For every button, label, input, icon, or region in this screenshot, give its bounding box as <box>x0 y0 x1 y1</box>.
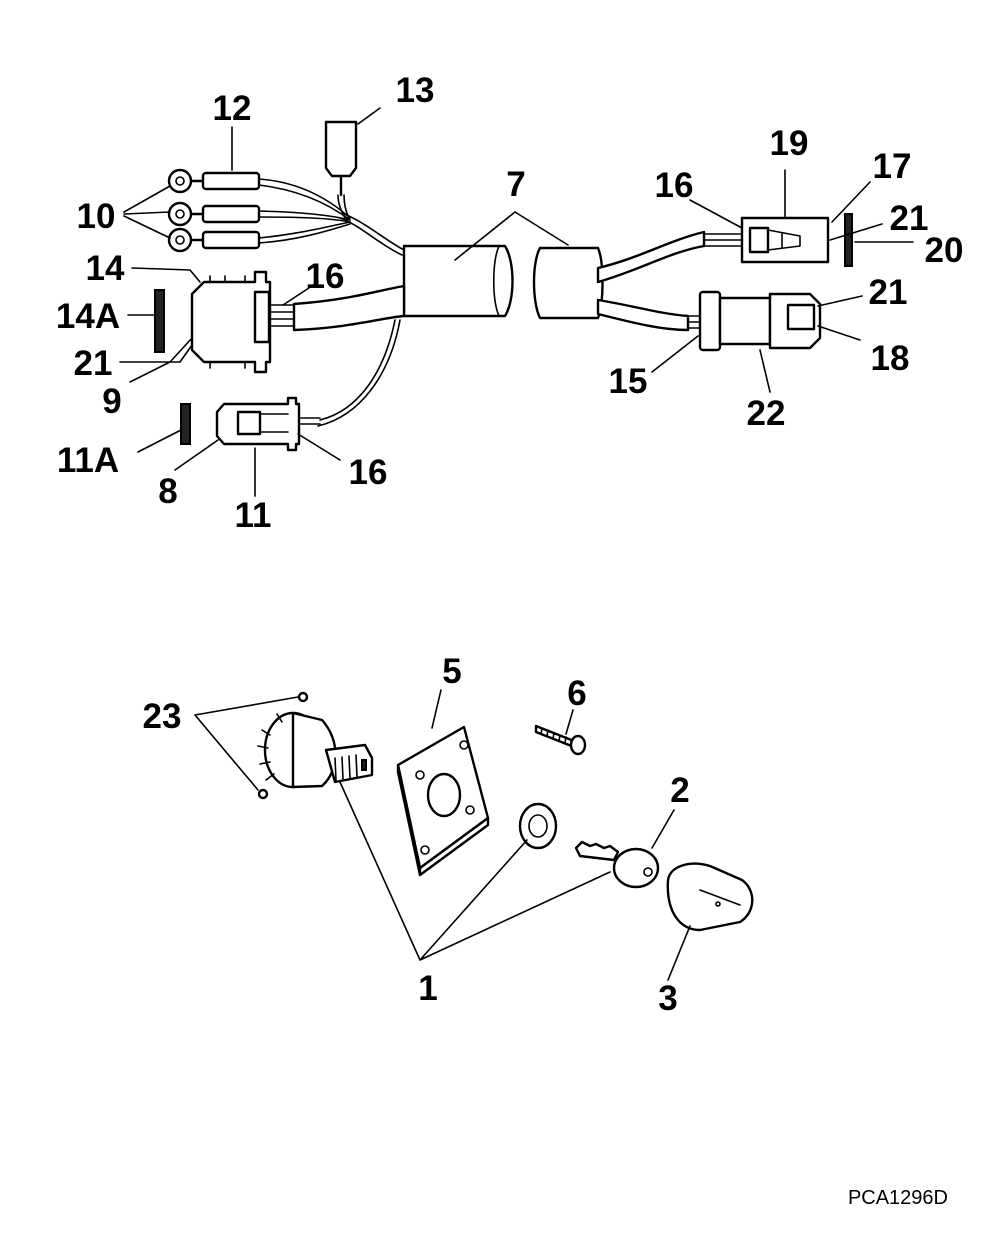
callout-14: 14 <box>86 249 125 288</box>
screw <box>534 724 587 756</box>
ring-terminals <box>167 168 351 253</box>
callout-10: 10 <box>77 197 116 236</box>
callout-20: 20 <box>925 231 964 270</box>
switch-leaders <box>194 689 691 981</box>
callout-8: 8 <box>158 472 177 511</box>
callout-16a: 16 <box>306 257 345 296</box>
cap <box>666 862 754 932</box>
mounting-plate <box>396 725 490 877</box>
callout-5: 5 <box>442 652 461 691</box>
callout-16c: 16 <box>655 166 694 205</box>
callout-2: 2 <box>670 771 689 810</box>
connector-19 <box>703 213 853 267</box>
callout-21c: 21 <box>869 273 908 312</box>
callout-18: 18 <box>871 339 910 378</box>
callout-17: 17 <box>873 147 912 186</box>
key <box>574 840 660 889</box>
ignition-switch <box>257 711 374 789</box>
connector-9 <box>154 270 406 374</box>
nut <box>518 802 558 850</box>
harness-leaders <box>119 107 914 497</box>
callout-12: 12 <box>213 89 252 128</box>
callout-16b: 16 <box>349 453 388 492</box>
callout-19: 19 <box>770 124 809 163</box>
callout-6: 6 <box>567 674 586 713</box>
callout-9: 9 <box>102 382 121 421</box>
callout-21a: 21 <box>74 344 113 383</box>
wiring-harness <box>119 107 914 497</box>
callout-22: 22 <box>747 394 786 433</box>
callout-11: 11 <box>235 496 272 535</box>
ignition-switch-assembly <box>194 689 754 981</box>
callout-23: 23 <box>143 697 182 736</box>
connector-22 <box>687 290 822 352</box>
callout-3: 3 <box>658 979 677 1018</box>
callout-7: 7 <box>506 165 525 204</box>
callout-1: 1 <box>418 969 437 1008</box>
drawing-code: PCA1296D <box>848 1187 948 1209</box>
connector-11 <box>180 319 401 452</box>
callout-13: 13 <box>396 71 435 110</box>
callout-labels: 12 13 10 7 14 14A 16 21 9 11A 8 11 16 19… <box>56 71 964 1018</box>
harness-tube <box>402 244 604 320</box>
callout-15: 15 <box>609 362 648 401</box>
callout-14a: 14A <box>56 297 120 336</box>
callout-21b: 21 <box>890 199 929 238</box>
callout-11a: 11A <box>57 441 119 480</box>
